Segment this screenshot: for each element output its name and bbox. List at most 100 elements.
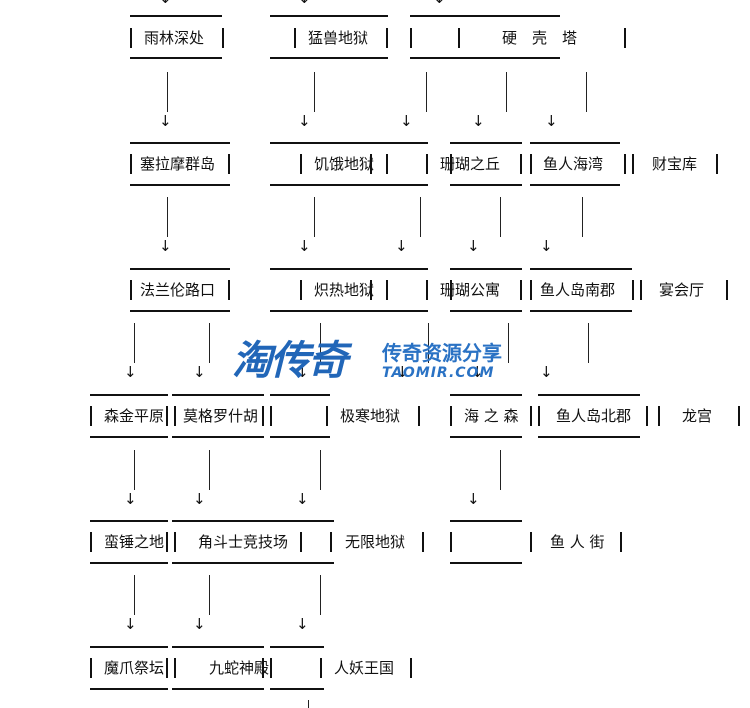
node-bar <box>174 658 176 678</box>
arrow-down: ↓ <box>296 615 309 633</box>
connector-line <box>426 72 427 112</box>
watermark-brand: 淘传奇 <box>232 338 348 384</box>
node-box-renyao <box>270 646 324 690</box>
arrow-down: ↓ <box>159 112 172 130</box>
node-bar <box>620 532 622 552</box>
node-bar <box>632 154 634 174</box>
node-bar <box>530 154 532 174</box>
connector-line <box>167 197 168 237</box>
node-bar <box>370 154 372 174</box>
node-label-yulin: 雨林深处 <box>144 29 205 47</box>
node-label-mengshou: 猛兽地狱 <box>308 29 369 47</box>
node-box-haizhisen <box>450 394 522 438</box>
node-bar <box>320 658 322 678</box>
node-bar <box>426 154 428 174</box>
node-bar <box>90 658 92 678</box>
node-bar <box>130 28 132 48</box>
node-bar <box>538 406 540 426</box>
node-label-yurennanjun: 鱼人岛南郡 <box>540 281 616 299</box>
node-label-haizhisen: 海 之 森 <box>464 407 519 425</box>
node-bar <box>166 532 168 552</box>
node-bar <box>262 658 264 678</box>
node-box-yurenbeijun <box>538 394 640 438</box>
connector-line <box>506 72 507 112</box>
node-bar <box>640 280 642 300</box>
node-label-jie: 饥饿地狱 <box>314 155 375 173</box>
node-box-blank-r5 <box>450 520 522 564</box>
node-box-yingke <box>410 15 560 59</box>
node-box-zhire <box>270 268 388 312</box>
node-bar <box>330 532 332 552</box>
connector-line <box>420 197 421 237</box>
node-bar <box>716 154 718 174</box>
node-bar <box>90 406 92 426</box>
node-bar <box>738 406 740 426</box>
arrow-down: ↓ <box>472 112 485 130</box>
connector-line <box>500 450 501 490</box>
node-box-falanlun <box>130 268 230 312</box>
node-bar <box>386 154 388 174</box>
node-bar <box>422 532 424 552</box>
connector-line <box>167 72 168 112</box>
node-box-jiaodoushi <box>172 520 302 564</box>
node-bar <box>450 532 452 552</box>
node-label-yanhuiting: 宴会厅 <box>659 281 705 299</box>
node-bar <box>326 406 328 426</box>
node-box-mogeluo <box>172 394 264 438</box>
node-bar <box>658 406 660 426</box>
node-bar <box>174 532 176 552</box>
node-bar <box>624 154 626 174</box>
connector-line <box>134 450 135 490</box>
node-label-shanhuqiu: 珊瑚之丘 <box>440 155 501 173</box>
arrow-down: ↓ <box>298 0 311 6</box>
node-box-yurenhaiwan <box>530 142 620 186</box>
arrow-down: ↓ <box>124 363 137 381</box>
node-bar <box>624 28 626 48</box>
connector-line <box>314 197 315 237</box>
node-label-yurenhaiwan: 鱼人海湾 <box>543 155 604 173</box>
node-label-yurenbeijun: 鱼人岛北郡 <box>556 407 632 425</box>
arrow-down: ↓ <box>296 363 309 381</box>
arrow-down: ↓ <box>124 490 137 508</box>
connector-line <box>320 323 321 363</box>
arrow-down: ↓ <box>540 363 553 381</box>
node-bar <box>530 532 532 552</box>
node-label-jihan: 极寒地狱 <box>340 407 401 425</box>
node-box-jiushe <box>172 646 264 690</box>
node-label-yurenjie: 鱼 人 街 <box>550 533 605 551</box>
node-bar <box>450 154 452 174</box>
node-bar <box>270 658 272 678</box>
node-label-shanhugongyu: 珊瑚公寓 <box>440 281 501 299</box>
arrow-down: ↓ <box>545 112 558 130</box>
arrow-down: ↓ <box>471 363 484 381</box>
node-box-shanhuqiu <box>450 142 522 186</box>
arrow-down: ↓ <box>467 490 480 508</box>
node-box-blank-r3 <box>370 268 428 312</box>
connector-line <box>209 575 210 615</box>
node-bar <box>174 406 176 426</box>
connector-line <box>320 450 321 490</box>
arrow-down: ↓ <box>395 237 408 255</box>
node-label-renyao: 人妖王国 <box>334 659 395 677</box>
connector-line <box>308 700 309 708</box>
connector-line <box>209 323 210 363</box>
connector-line <box>428 323 429 363</box>
node-bar <box>450 280 452 300</box>
node-label-sailamo: 塞拉摩群岛 <box>140 155 216 173</box>
node-label-zhire: 炽热地狱 <box>314 281 375 299</box>
node-box-senjin <box>90 394 168 438</box>
node-bar <box>530 406 532 426</box>
node-label-wuxian: 无限地狱 <box>345 533 406 551</box>
node-label-manchui: 蛮锤之地 <box>104 533 165 551</box>
arrow-down: ↓ <box>400 112 413 130</box>
connector-line <box>586 72 587 112</box>
node-bar <box>530 280 532 300</box>
node-box-manchui <box>90 520 168 564</box>
connector-line <box>508 323 509 363</box>
connector-line <box>582 197 583 237</box>
node-bar <box>228 280 230 300</box>
node-box-mengshou <box>270 15 388 59</box>
node-bar <box>458 28 460 48</box>
node-box-jie <box>270 142 388 186</box>
node-label-falanlun: 法兰伦路口 <box>140 281 216 299</box>
